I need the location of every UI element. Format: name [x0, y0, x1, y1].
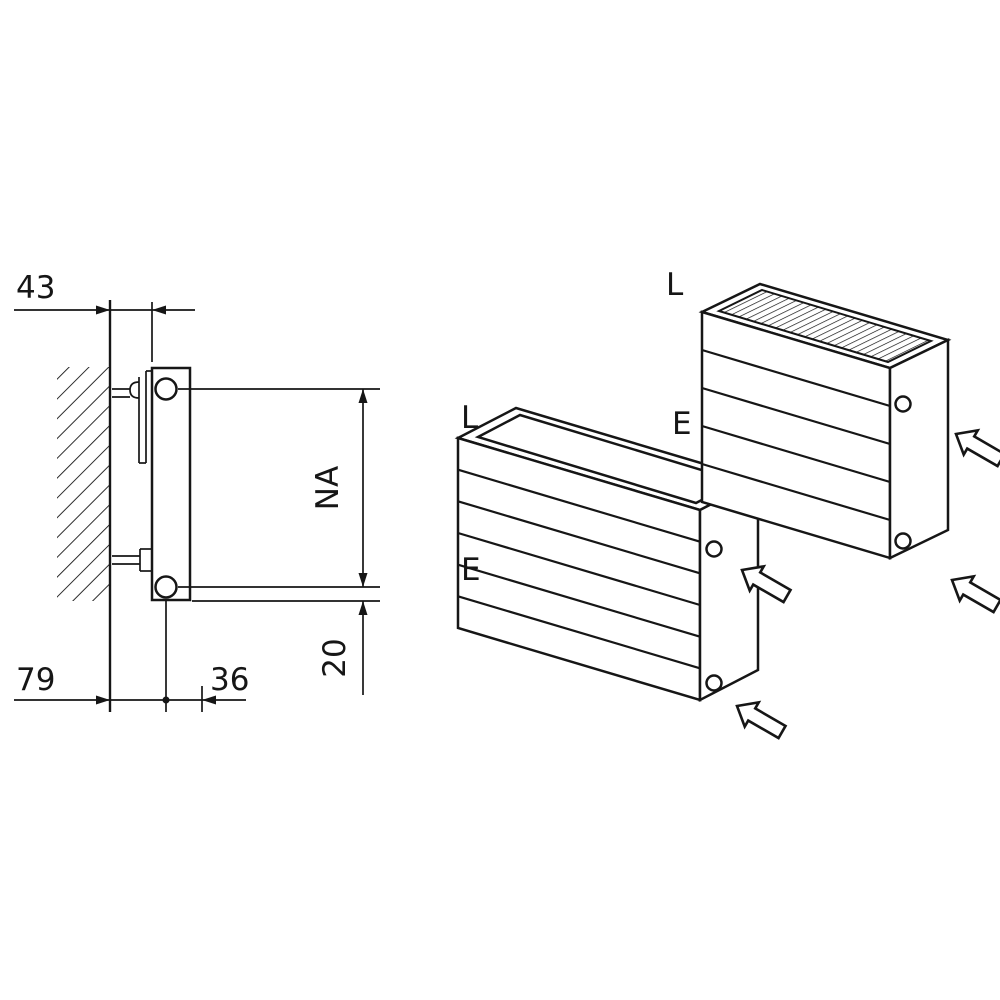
isometric-front-radiator: L E	[454, 400, 793, 740]
flow-arrow-rear-bottom	[950, 574, 1000, 614]
flow-arrow-front-bottom	[735, 700, 788, 740]
bracket-hook	[129, 381, 140, 399]
side-view-drawing: 43 NA 20 79 36	[14, 270, 380, 712]
front-radiator-connection-top	[705, 540, 723, 558]
rear-radiator-top-grille	[716, 288, 934, 364]
flow-arrow-rear-top	[954, 428, 1000, 468]
front-radiator-slats	[457, 468, 701, 670]
wall-hatching	[57, 367, 110, 601]
dim-43-label: 43	[16, 270, 55, 306]
front-radiator-connection-bottom	[705, 674, 723, 692]
dim-79-label: 79	[16, 662, 55, 698]
dimension-20: 20	[192, 600, 380, 695]
front-radiator-label-l: L	[461, 400, 479, 436]
dimension-43: 43	[14, 270, 195, 362]
rear-radiator-label-l: L	[666, 267, 684, 303]
dimension-79-36: 79 36	[14, 600, 249, 712]
rear-radiator-end-face	[888, 338, 950, 560]
isometric-rear-radiator: L E	[666, 267, 1000, 614]
rear-radiator-label-e: E	[672, 406, 692, 442]
rear-radiator-connection-bottom	[894, 532, 912, 550]
dimension-na: NA	[178, 388, 380, 588]
pipe-connection-top	[154, 377, 178, 401]
flow-arrow-front-top	[740, 564, 793, 604]
dim-20-label: 20	[317, 638, 353, 677]
front-radiator-label-e: E	[461, 552, 481, 588]
rear-radiator-connection-top	[894, 395, 912, 413]
dim-36-label: 36	[210, 662, 249, 698]
mounting-bracket	[112, 370, 152, 572]
dim-na-label: NA	[310, 466, 346, 510]
radiator-profile	[150, 366, 192, 602]
pipe-connection-bottom	[154, 575, 178, 599]
rear-radiator-slats	[701, 348, 891, 522]
